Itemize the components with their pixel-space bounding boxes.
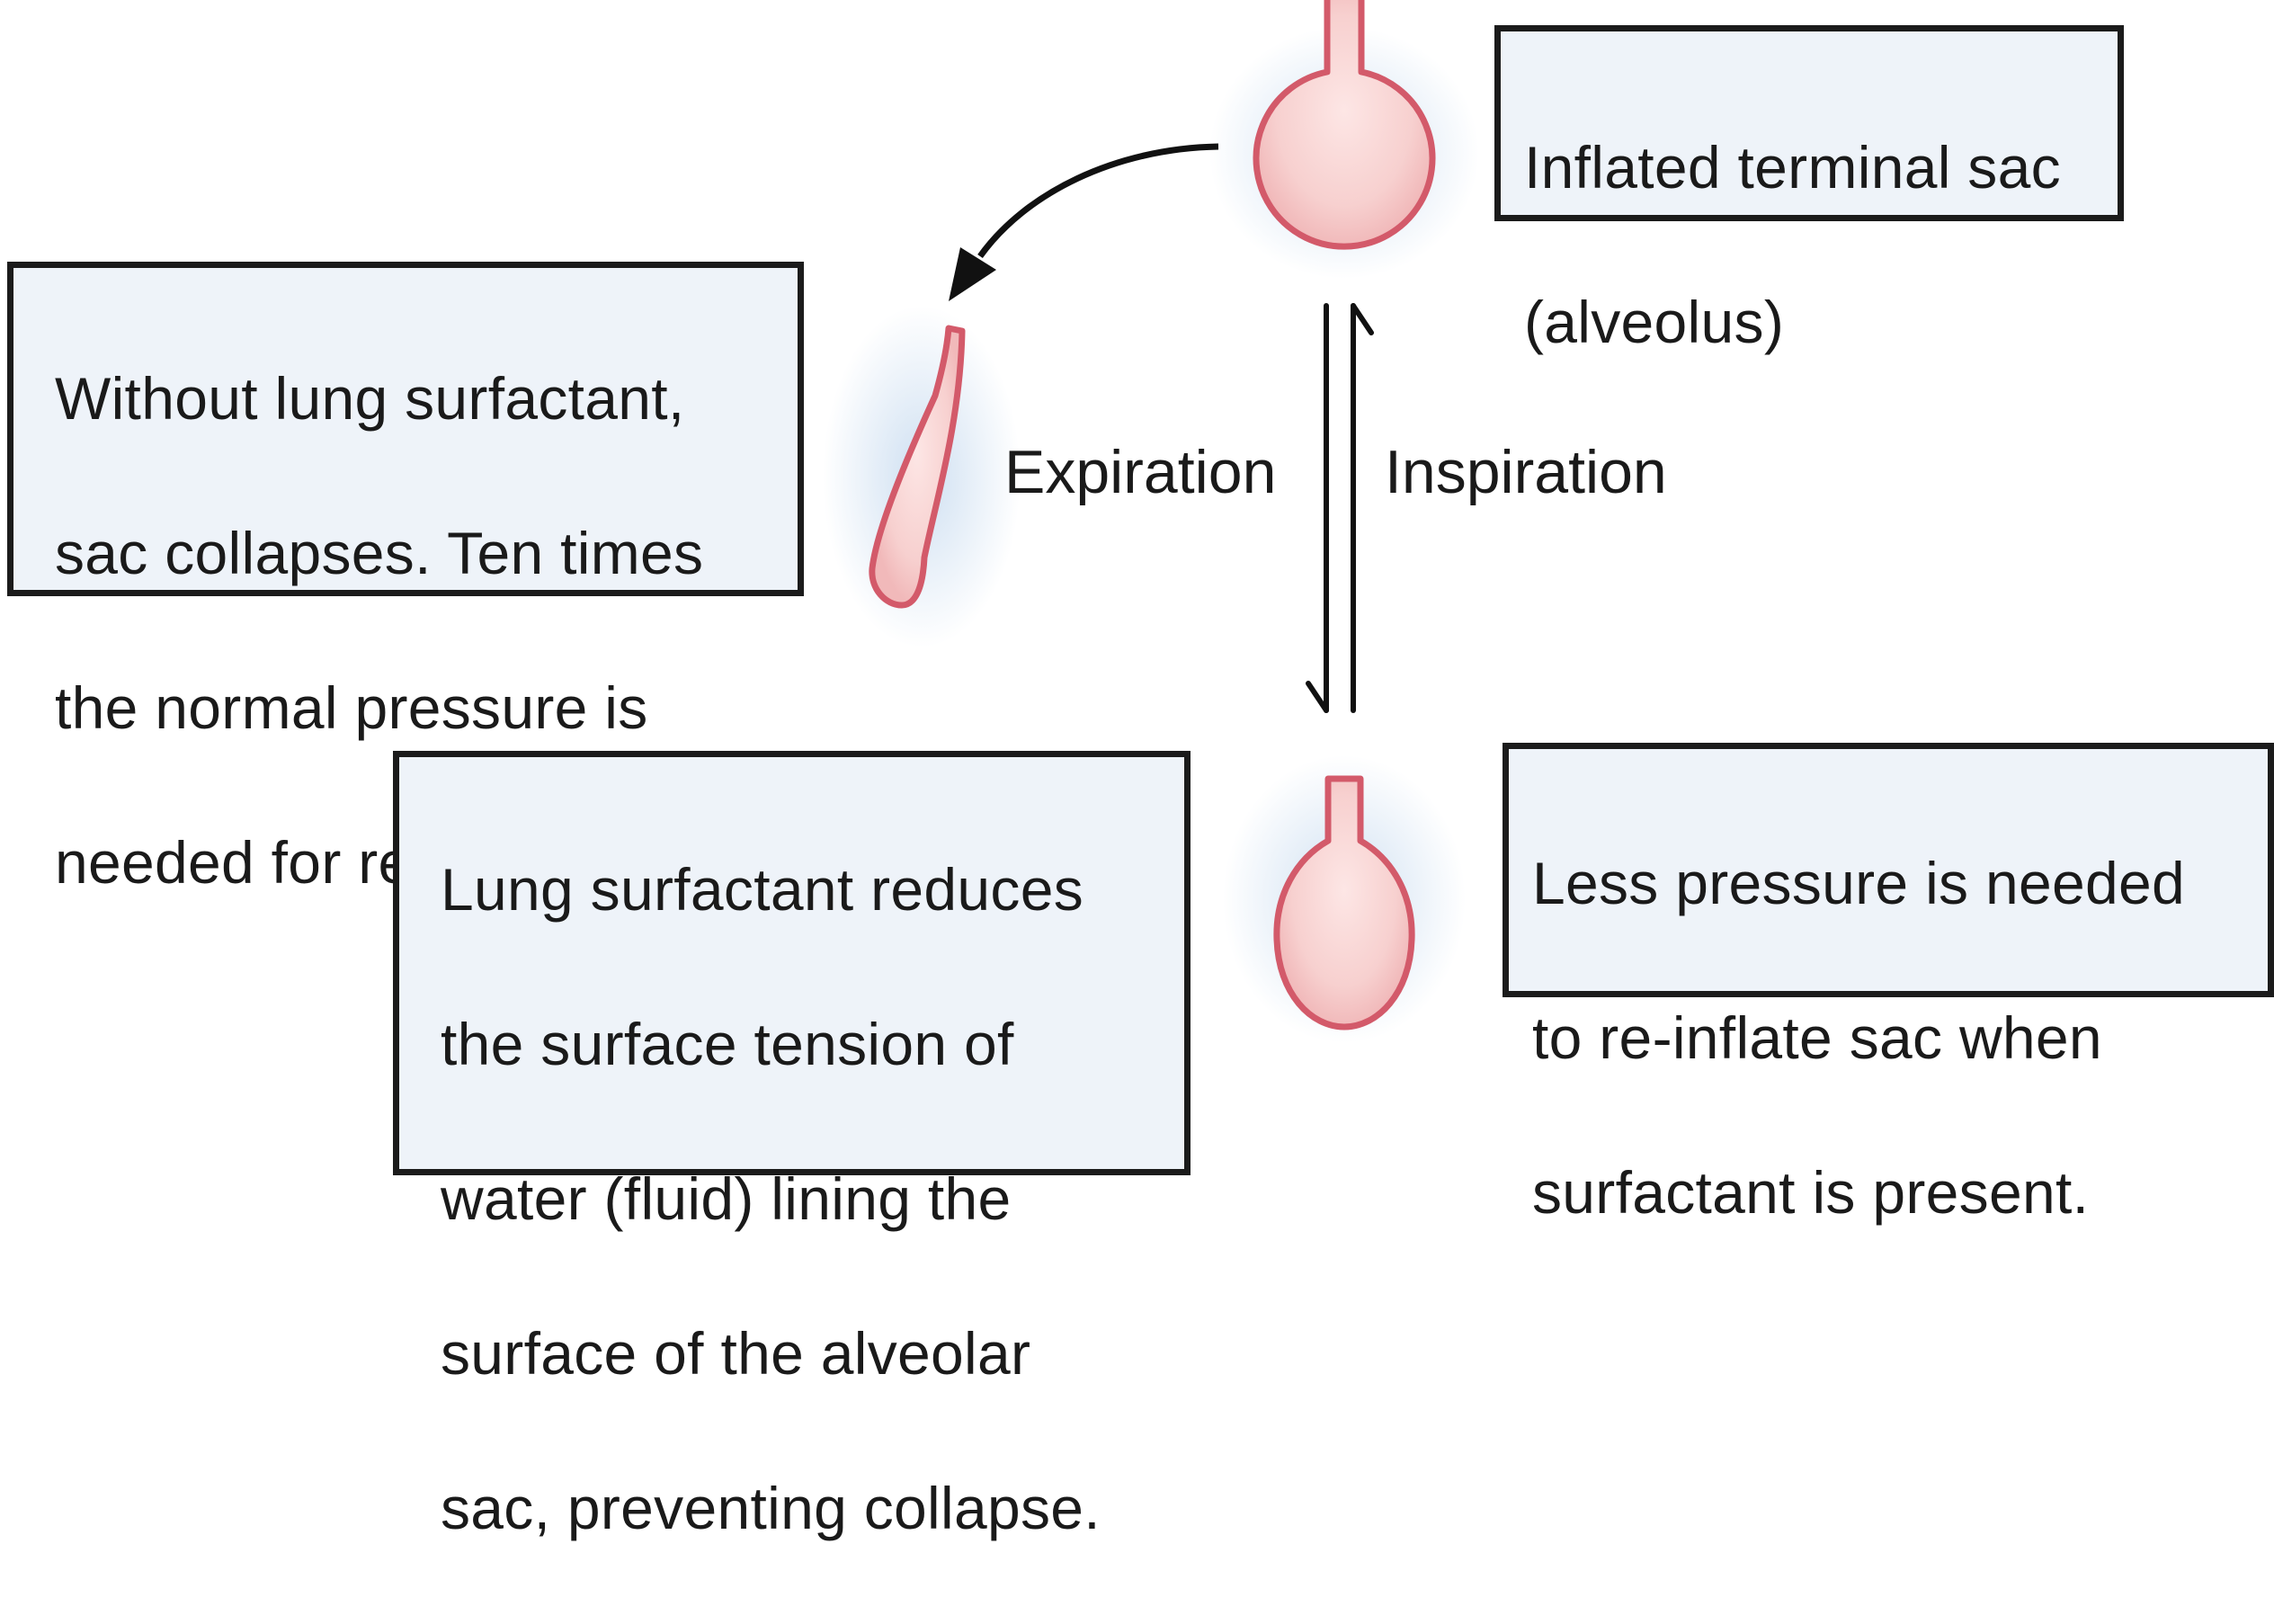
caption-line: Without lung surfactant, <box>55 365 685 432</box>
partially-deflated-sac <box>1223 755 1466 1043</box>
caption-line: (alveolus) <box>1524 289 1785 355</box>
caption-line: sac, preventing collapse. <box>441 1475 1101 1541</box>
inflated-sac-caption: Inflated terminal sac (alveolus) <box>1494 25 2124 355</box>
inspiration-label: Inspiration <box>1385 438 1667 506</box>
caption-line: surfactant is present. <box>1532 1159 2090 1226</box>
without-surfactant-caption: Without lung surfactant, sac collapses. … <box>7 262 804 896</box>
less-pressure-caption: Less pressure is needed to re-inflate sa… <box>1503 743 2274 1226</box>
expiration-label: Expiration <box>1004 438 1277 506</box>
caption-line: the normal pressure is <box>55 674 648 741</box>
diagram-canvas <box>823 0 1479 1043</box>
equilibrium-arrows <box>1306 303 1374 713</box>
inflated-alveolus <box>1209 0 1479 279</box>
caption-line: surface of the alveolar <box>441 1320 1031 1387</box>
caption-line: to re-inflate sac when <box>1532 1004 2102 1071</box>
caption-line: Inflated terminal sac <box>1524 134 2061 201</box>
caption-line: Lung surfactant reduces <box>441 856 1084 923</box>
collapse-arrowhead <box>949 247 996 301</box>
caption-line: the surface tension of <box>441 1011 1014 1077</box>
surfactant-caption: Lung surfactant reduces the surface tens… <box>393 751 1191 1541</box>
caption-line: Less pressure is needed <box>1532 850 2186 916</box>
collapsed-sac <box>823 306 1021 647</box>
caption-line: sac collapses. Ten times <box>55 520 704 586</box>
collapse-arrow <box>977 143 1219 259</box>
caption-line: water (fluid) lining the <box>441 1165 1012 1232</box>
